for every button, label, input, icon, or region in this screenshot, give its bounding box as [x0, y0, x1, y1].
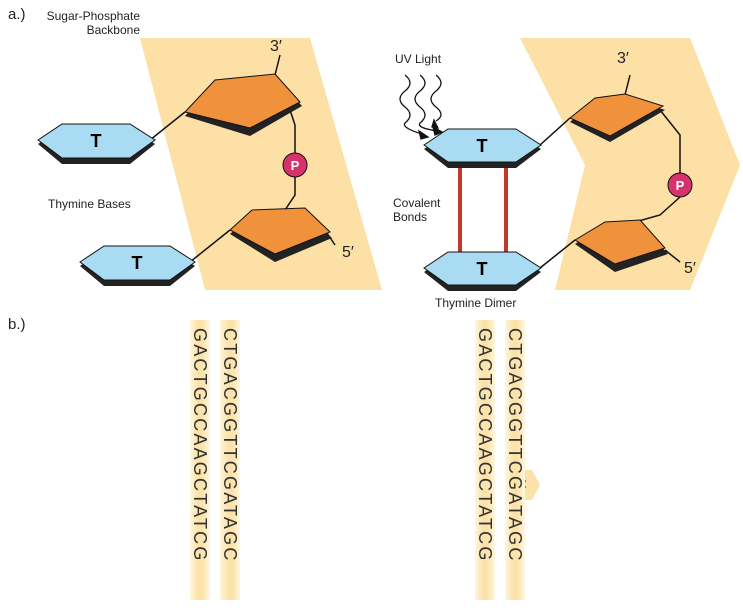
sugar-pentagon [229, 207, 332, 262]
panel-a-label: a.) [8, 6, 26, 23]
thymine-base: T [423, 251, 542, 291]
uv-light-label: UV Light [395, 52, 442, 66]
end-5-prime-right: 5′ [684, 260, 696, 277]
end-3-prime-left: 3′ [270, 38, 282, 55]
thymine-base: T [79, 245, 196, 286]
svg-text:T: T [477, 136, 488, 156]
svg-text:T: T [477, 259, 488, 279]
thymine-base: T [37, 123, 156, 164]
svg-text:P: P [676, 178, 685, 193]
normal-strand-2: CTGACGGTTCGATAGC [220, 320, 240, 600]
bases-label: Thymine Bases [48, 197, 131, 211]
covalent-bonds-label: Covalent Bonds [393, 196, 441, 224]
damaged-strand-2-band [505, 320, 525, 600]
end-5-prime-left: 5′ [342, 244, 354, 261]
panel-b-label: b.) [8, 316, 26, 333]
phosphate-icon: P [667, 172, 693, 198]
uv-light-arrows-icon [399, 74, 444, 140]
svg-text:T: T [91, 131, 102, 151]
sugar-pentagon [574, 219, 668, 272]
damaged-strand-2: CTGACGGTTCGATAGC [505, 328, 525, 563]
svg-text:T: T [132, 253, 143, 273]
backbone-band-right [520, 38, 740, 290]
damaged-strand-1: GACTGCCAAGCTATCG [475, 320, 495, 600]
svg-text:P: P [291, 158, 300, 173]
phosphate-icon: P [282, 152, 308, 178]
thymine-base: T [423, 128, 542, 168]
end-3-prime-right: 3′ [617, 50, 629, 67]
thymine-dimer-label: Thymine Dimer [435, 296, 517, 310]
backbone-label: Sugar-Phosphate Backbone [46, 9, 140, 37]
sugar-pentagon [184, 73, 302, 136]
normal-strand-1: GACTGCCAAGCTATCG [190, 320, 210, 600]
sugar-pentagon [569, 93, 665, 142]
